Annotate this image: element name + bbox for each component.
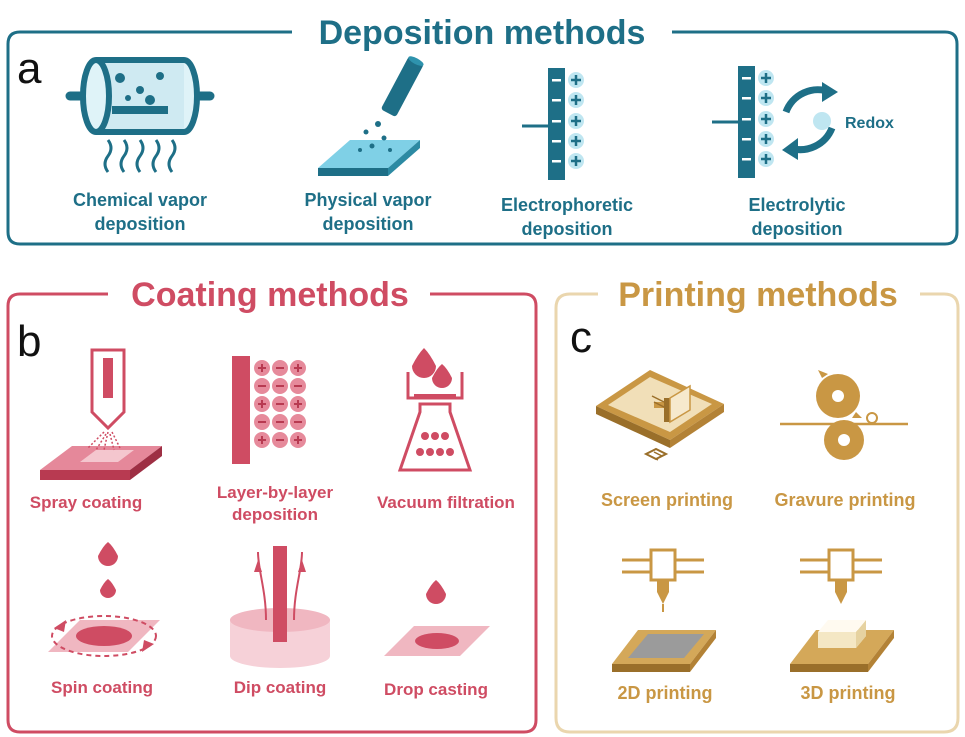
label-layer-by-layer-2: deposition [232,505,318,524]
label-dip-coating: Dip coating [234,678,327,697]
panel-letter-a: a [17,44,42,93]
electrolytic-electrode-icon [712,66,838,178]
layer-by-layer-icon [232,356,306,464]
drop-casting-icon [384,580,490,656]
label-physical-vapor-deposition: Physical vapor [304,190,431,210]
deposition-title: Deposition methods [319,14,646,52]
label-screen-printing: Screen printing [601,490,733,510]
screen-printing-frame-icon [596,370,724,461]
coating-frame [6,292,538,734]
label-electrolytic-deposition: Electrolytic [748,195,845,215]
label-electrolytic-deposition-2: deposition [752,219,843,239]
cvd-furnace-icon [65,57,215,173]
label-spin-coating: Spin coating [51,678,153,697]
panel-letter-b: b [17,317,41,366]
label-layer-by-layer: Layer-by-layer [217,483,334,502]
label-gravure-printing: Gravure printing [774,490,915,510]
panel-printing: Printing methods c Screen printing [554,276,960,734]
panel-letter-c: c [570,313,592,362]
electrophoretic-electrode-icon [522,68,584,180]
deposition-frame [6,30,959,246]
label-spray-coating: Spray coating [30,493,142,512]
printer-2d-icon [612,548,716,672]
spray-nozzle-icon [40,348,162,480]
panel-coating: Coating methods b Spray coating [6,276,538,734]
spin-coating-icon [48,542,160,657]
pvd-source-icon [318,56,424,176]
vacuum-filtration-flask-icon [397,348,473,472]
dip-coating-icon [230,546,330,668]
label-electrophoretic-deposition-2: deposition [522,219,613,239]
label-chemical-vapor-deposition-2: deposition [95,214,186,234]
label-chemical-vapor-deposition: Chemical vapor [73,190,207,210]
label-electrophoretic-deposition: Electrophoretic [501,195,633,215]
label-drop-casting: Drop casting [384,680,488,699]
printing-frame [554,292,960,734]
printing-title: Printing methods [618,276,898,314]
label-2d-printing: 2D printing [618,683,713,703]
label-3d-printing: 3D printing [801,683,896,703]
printer-3d-icon [790,548,894,672]
gravure-rollers-icon [780,370,908,460]
coating-title: Coating methods [131,276,409,314]
redox-label: Redox [845,115,894,132]
label-physical-vapor-deposition-2: deposition [323,214,414,234]
panel-deposition: Deposition methods a Chemical vapor depo… [6,14,959,246]
label-vacuum-filtration: Vacuum filtration [377,493,515,512]
